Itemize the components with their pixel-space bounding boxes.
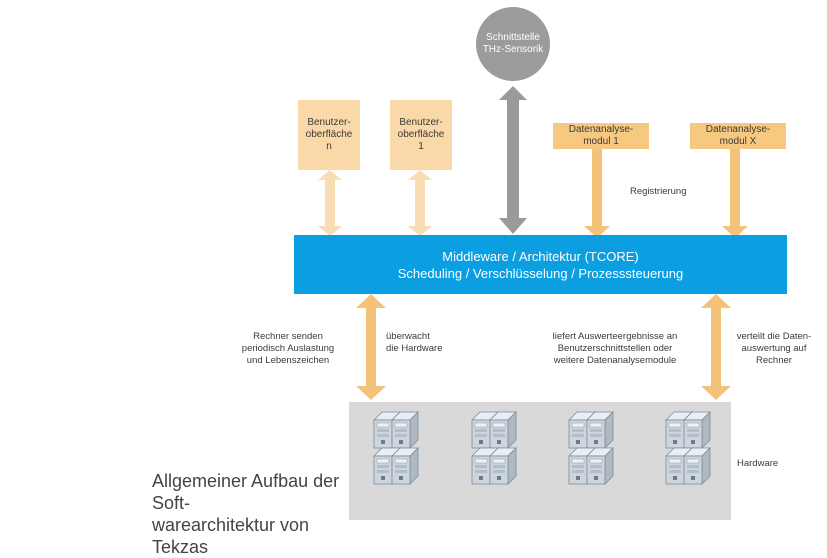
label-monitors-hardware: überwacht die Hardware <box>386 331 443 354</box>
analysis-box-x: Datenanalyse- modul X <box>690 123 786 149</box>
middleware-title: Middleware / Architektur (TCORE) <box>442 248 639 264</box>
arrow-hw-right <box>701 294 731 400</box>
middleware-bar: Middleware / Architektur (TCORE) Schedul… <box>294 235 787 294</box>
registration-label: Registrierung <box>630 186 687 197</box>
ui-box-1: Benutzer- oberfläche 1 <box>390 100 452 170</box>
servers-layer <box>0 0 827 520</box>
arrow-analysis-x <box>722 148 748 238</box>
server-cluster-3 <box>569 412 613 484</box>
hardware-label: Hardware <box>737 458 779 469</box>
server-cluster-2 <box>472 412 516 484</box>
label-distributes-analysis: verteilt die Daten- auswertung auf Rechn… <box>736 331 812 366</box>
arrow-ui-1 <box>408 170 432 236</box>
arrows-layer <box>318 86 748 400</box>
middleware-subtitle: Scheduling / Verschlüsselung / Prozessst… <box>397 265 684 281</box>
ui-box-n: Benutzer- oberfläche n <box>298 100 360 170</box>
analysis-box-1: Datenanalyse- modul 1 <box>553 123 649 149</box>
interface-node: Schnittstelle THz-Sensorik <box>476 7 550 81</box>
arrow-analysis-1 <box>584 148 610 238</box>
server-cluster-4 <box>666 412 710 484</box>
figure-caption: Allgemeiner Aufbau der Soft- warearchite… <box>152 471 340 557</box>
label-computers-send: Rechner senden periodisch Auslastung und… <box>241 331 335 366</box>
server-cluster-1 <box>374 412 418 484</box>
arrow-hw-left <box>356 294 386 400</box>
label-delivers-results: liefert Auswerteergebnisse an Benutzersc… <box>552 331 678 366</box>
arrow-interface <box>499 86 527 234</box>
arrow-ui-n <box>318 170 342 236</box>
